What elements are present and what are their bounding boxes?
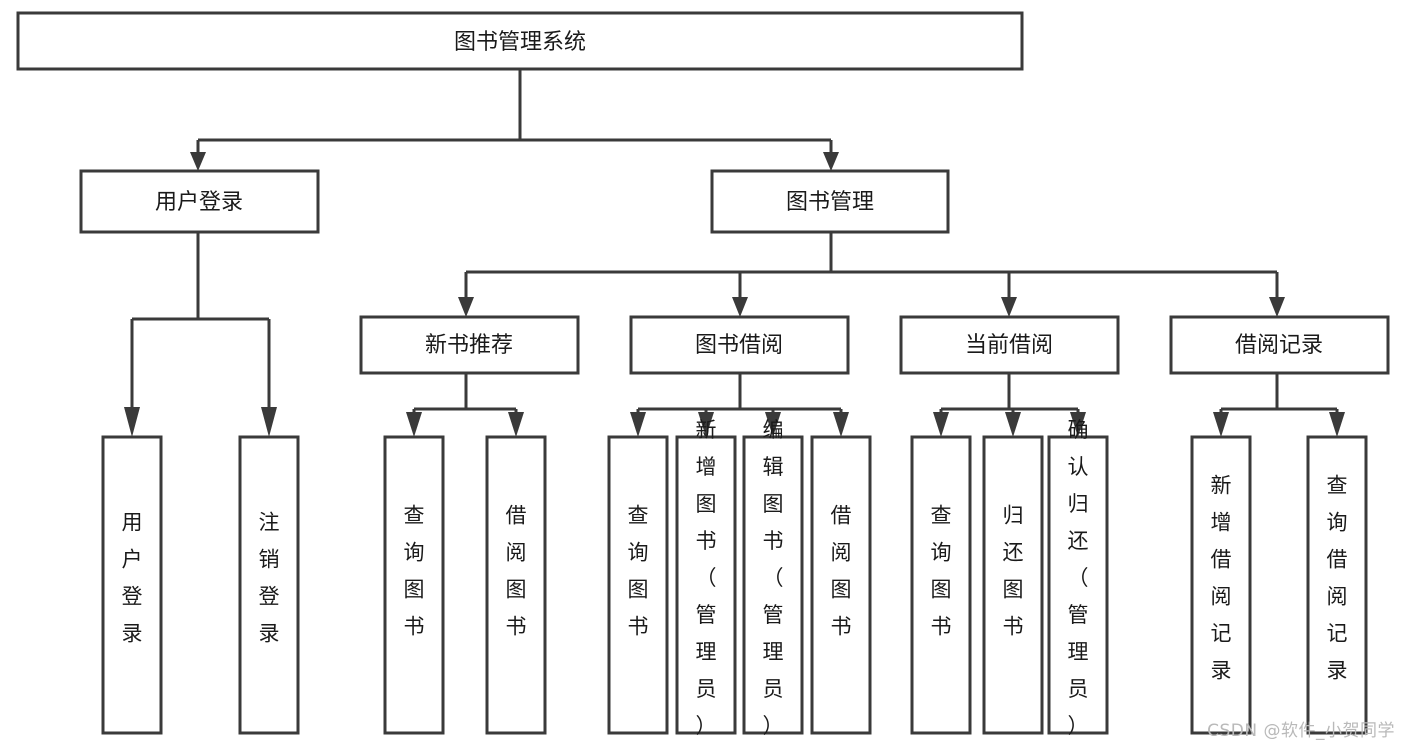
node-leaf-query-record[interactable]: 查询借阅记录 — [1306, 435, 1368, 735]
node-leaf-query-book-3-box[interactable] — [910, 435, 972, 735]
arrow-to-leaf-borrow-book-1 — [508, 412, 524, 437]
arrow-to-leaf-confirm-return — [1070, 412, 1086, 437]
node-leaf-return-book[interactable]: 归还图书 — [982, 435, 1044, 735]
node-leaf-confirm-return-box[interactable] — [1047, 435, 1109, 735]
node-user-login-box[interactable] — [79, 169, 320, 234]
node-leaf-edit-book-label: 编辑图书（管理员） — [763, 418, 784, 738]
node-leaf-confirm-return[interactable]: 确认归还（管理员） — [1047, 418, 1109, 738]
node-leaf-query-book-2[interactable]: 查询图书 — [607, 435, 669, 735]
node-new-book-recommend-box[interactable] — [359, 315, 580, 375]
node-current-borrow[interactable]: 当前借阅 — [899, 315, 1120, 375]
arrow-to-leaf-edit-book — [765, 412, 781, 437]
node-leaf-logout-login-box[interactable] — [238, 435, 300, 735]
node-root-box[interactable] — [16, 11, 1024, 71]
arrow-to-leaf-logout-login — [261, 407, 277, 437]
node-root[interactable]: 图书管理系统 — [16, 11, 1024, 71]
node-leaf-user-login-box[interactable] — [101, 435, 163, 735]
arrow-to-borrow-record — [1269, 297, 1285, 317]
node-leaf-add-book-label: 新增图书（管理员） — [696, 418, 717, 738]
node-user-login[interactable]: 用户登录 — [79, 169, 320, 234]
node-leaf-user-login-label: 用户登录 — [122, 511, 143, 646]
node-book-management-box[interactable] — [710, 169, 950, 234]
node-leaf-query-book-1-label: 查询图书 — [404, 504, 425, 639]
node-leaf-return-book-label: 归还图书 — [1003, 504, 1024, 639]
node-current-borrow-label: 当前借阅 — [965, 333, 1053, 358]
arrow-to-leaf-query-book-1 — [406, 412, 422, 437]
arrow-to-leaf-query-book-3 — [933, 412, 949, 437]
node-leaf-query-book-2-box[interactable] — [607, 435, 669, 735]
node-book-management[interactable]: 图书管理 — [710, 169, 950, 234]
node-leaf-add-book-box[interactable] — [675, 435, 737, 735]
connector-layer — [124, 69, 1345, 437]
csdn-watermark: CSDN @软件_小贺同学 — [1207, 721, 1395, 741]
node-borrow-record-label: 借阅记录 — [1235, 333, 1323, 358]
arrow-to-leaf-user-login — [124, 407, 140, 437]
arrow-to-book-borrow — [732, 297, 748, 317]
node-user-login-label: 用户登录 — [155, 190, 243, 215]
node-leaf-borrow-book-2-label: 借阅图书 — [831, 504, 852, 639]
node-current-borrow-box[interactable] — [899, 315, 1120, 375]
node-leaf-query-record-box[interactable] — [1306, 435, 1368, 735]
node-leaf-query-book-2-label: 查询图书 — [628, 504, 649, 639]
node-leaf-confirm-return-label: 确认归还（管理员） — [1068, 418, 1089, 738]
arrow-to-leaf-borrow-book-2 — [833, 412, 849, 437]
arrow-to-book-management — [823, 152, 839, 171]
node-new-book-recommend-label: 新书推荐 — [425, 333, 513, 358]
node-leaf-edit-book-box[interactable] — [742, 435, 804, 735]
node-leaf-query-book-1[interactable]: 查询图书 — [383, 435, 445, 735]
node-leaf-borrow-book-2[interactable]: 借阅图书 — [810, 435, 872, 735]
arrow-to-leaf-add-book — [698, 412, 714, 437]
node-borrow-record[interactable]: 借阅记录 — [1169, 315, 1390, 375]
node-leaf-logout-login[interactable]: 注销登录 — [238, 435, 300, 735]
node-leaf-user-login[interactable]: 用户登录 — [101, 435, 163, 735]
node-root-label: 图书管理系统 — [454, 30, 586, 55]
arrow-to-leaf-query-book-2 — [630, 412, 646, 437]
node-new-book-recommend[interactable]: 新书推荐 — [359, 315, 580, 375]
node-book-borrow-label: 图书借阅 — [695, 333, 783, 358]
node-book-borrow-box[interactable] — [629, 315, 850, 375]
arrow-to-leaf-add-record — [1213, 412, 1229, 437]
node-leaf-borrow-book-2-box[interactable] — [810, 435, 872, 735]
node-leaf-borrow-book-1-box[interactable] — [485, 435, 547, 735]
arrow-to-new-book-recommend — [458, 297, 474, 317]
arrow-to-leaf-return-book — [1005, 412, 1021, 437]
node-leaf-borrow-book-1-label: 借阅图书 — [506, 504, 527, 639]
node-leaf-edit-book[interactable]: 编辑图书（管理员） — [742, 418, 804, 738]
node-leaf-query-book-3-label: 查询图书 — [931, 504, 952, 639]
node-leaf-query-book-1-box[interactable] — [383, 435, 445, 735]
node-book-management-label: 图书管理 — [786, 190, 874, 215]
node-leaf-add-record-box[interactable] — [1190, 435, 1252, 735]
node-book-borrow[interactable]: 图书借阅 — [629, 315, 850, 375]
node-leaf-add-book[interactable]: 新增图书（管理员） — [675, 418, 737, 738]
node-leaf-add-record[interactable]: 新增借阅记录 — [1190, 435, 1252, 735]
arrow-to-leaf-query-record — [1329, 412, 1345, 437]
node-leaf-logout-login-label: 注销登录 — [259, 511, 280, 646]
node-borrow-record-box[interactable] — [1169, 315, 1390, 375]
node-leaf-return-book-box[interactable] — [982, 435, 1044, 735]
node-leaf-query-book-3[interactable]: 查询图书 — [910, 435, 972, 735]
node-leaf-add-record-label: 新增借阅记录 — [1211, 474, 1232, 683]
node-leaf-query-record-label: 查询借阅记录 — [1327, 474, 1348, 683]
arrow-to-current-borrow — [1001, 297, 1017, 317]
node-leaf-borrow-book-1[interactable]: 借阅图书 — [485, 435, 547, 735]
arrow-to-user-login — [190, 152, 206, 171]
